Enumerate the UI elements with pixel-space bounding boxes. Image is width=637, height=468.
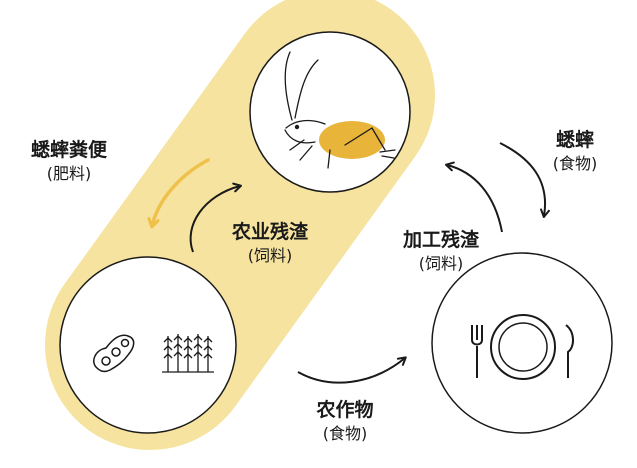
label-processing-residue-sub: (饲料) [381,252,501,276]
label-cricket-manure-sub: (肥料) [14,162,124,186]
arrow-crops-to-dining [298,358,405,383]
label-crops: 农作物 (食物) [290,398,400,446]
label-cricket-manure: 蟋蟀粪便 (肥料) [14,138,124,186]
label-cricket-food: 蟋蟀 (食物) [530,128,620,176]
cricket-node [250,32,410,192]
crops-node [60,257,236,433]
arrow-dining-to-cricket [447,165,502,232]
label-crops-title: 农作物 [290,398,400,422]
label-agri-residue-title: 农业残渣 [210,220,330,244]
label-cricket-manure-title: 蟋蟀粪便 [14,138,124,162]
label-processing-residue: 加工残渣 (饲料) [381,228,501,276]
label-crops-sub: (食物) [290,422,400,446]
label-cricket-food-title: 蟋蟀 [530,128,620,152]
label-agri-residue-sub: (饲料) [210,244,330,268]
label-cricket-food-sub: (食物) [530,152,620,176]
dining-node [432,253,612,433]
label-processing-residue-title: 加工残渣 [381,228,501,252]
label-agri-residue: 农业残渣 (饲料) [210,220,330,268]
